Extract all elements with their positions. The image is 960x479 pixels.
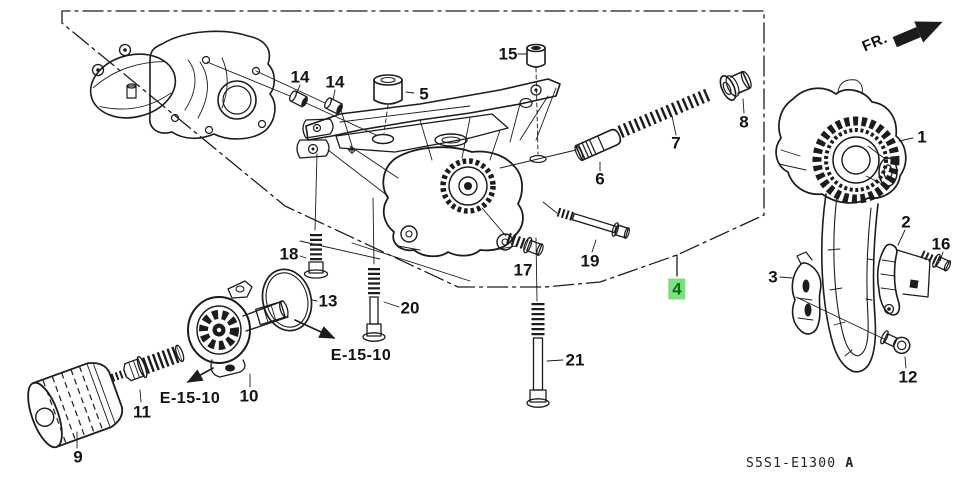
- callout-10[interactable]: 10: [239, 386, 259, 406]
- callout-9[interactable]: 9: [73, 447, 83, 467]
- dowel-pin-14a: [289, 90, 308, 108]
- oil-filter: [27, 362, 124, 449]
- o-ring-13: [261, 268, 313, 332]
- chain-tensioner: [876, 243, 931, 316]
- relief-valve-piston: [574, 128, 622, 162]
- sealing-plug-8: [719, 70, 752, 101]
- relief-valve-spring: [617, 88, 711, 138]
- pump-sprocket: [812, 116, 900, 204]
- part-code-suffix: A: [845, 456, 855, 471]
- chain-sprocket-housing: [775, 79, 907, 204]
- diagram-part-code: S5S1-E1300 A: [746, 456, 854, 471]
- dowel-pin-14b: [324, 97, 343, 115]
- cap-15: [526, 43, 547, 164]
- callout-8[interactable]: 8: [739, 112, 749, 132]
- bolt-18: [303, 234, 329, 279]
- part-code-text: S5S1-E1300: [746, 456, 837, 471]
- callout-6[interactable]: 6: [595, 169, 605, 189]
- callout-18[interactable]: 18: [279, 244, 299, 264]
- callout-16[interactable]: 16: [931, 234, 951, 254]
- callout-14[interactable]: 14: [290, 67, 310, 87]
- callout-11[interactable]: 11: [133, 402, 151, 422]
- callout-13[interactable]: 13: [318, 291, 338, 311]
- chain: [821, 193, 879, 373]
- bolt-17: [506, 232, 544, 256]
- oil-pump-body: [296, 78, 561, 282]
- fr-direction-arrow: [892, 21, 943, 48]
- ref-link-e-15-10[interactable]: E-15-10: [159, 390, 221, 407]
- bolt-21: [526, 303, 550, 408]
- callout-17[interactable]: 17: [513, 260, 533, 280]
- ref-arrows: [186, 319, 336, 383]
- callout-1[interactable]: 1: [917, 127, 927, 147]
- callout-7[interactable]: 7: [671, 133, 681, 153]
- pump-gear: [440, 158, 496, 214]
- callout-12[interactable]: 12: [898, 367, 918, 387]
- oil-filter-base: [187, 280, 289, 378]
- leader-lines: [76, 53, 944, 449]
- callout-15[interactable]: 15: [498, 44, 518, 64]
- bolt-12: [880, 330, 911, 355]
- callout-3[interactable]: 3: [768, 267, 778, 287]
- callout-19[interactable]: 19: [580, 251, 600, 271]
- collar-5: [373, 74, 403, 134]
- bolt-20: [362, 268, 386, 342]
- assembly-boundary: [61, 10, 765, 288]
- callout-21[interactable]: 21: [565, 350, 585, 370]
- oil-pump-cover: [89, 30, 276, 140]
- chain-guide: [791, 251, 822, 335]
- callout-2[interactable]: 2: [901, 212, 911, 232]
- stud-bolt-19: [556, 207, 630, 239]
- callout-5[interactable]: 5: [419, 84, 429, 104]
- callout-14[interactable]: 14: [325, 72, 345, 92]
- joint-bolt-11: [110, 344, 185, 382]
- callout-20[interactable]: 20: [400, 298, 420, 318]
- callout-4-highlighted[interactable]: 4: [668, 278, 686, 300]
- ref-link-e-15-10[interactable]: E-15-10: [330, 347, 392, 364]
